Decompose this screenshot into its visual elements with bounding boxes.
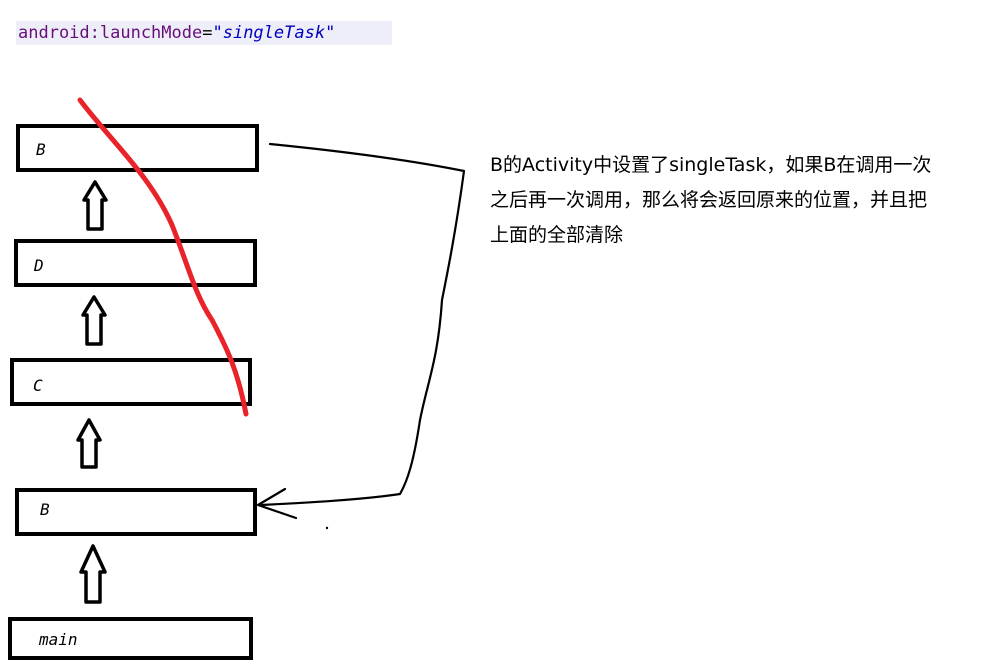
explanation-note: B的Activity中设置了singleTask，如果B在调用一次之后再一次调用…	[490, 154, 932, 246]
stack-label-top-b: B	[36, 140, 46, 159]
stack-box-c	[10, 358, 252, 406]
code-equals: =	[202, 23, 213, 43]
code-value: "singleTask"	[212, 23, 336, 43]
stack-label-bottom-b: B	[40, 500, 50, 519]
stack-box-top-b	[16, 124, 259, 172]
up-arrow-icon	[82, 180, 108, 231]
strike-line	[77, 97, 249, 417]
stack-label-d: D	[34, 256, 44, 275]
code-snippet: android:launchMode="singleTask"	[16, 21, 392, 45]
code-attribute: android:launchMode	[18, 23, 203, 43]
arrowhead-icon	[256, 487, 298, 520]
up-arrow-icon	[76, 418, 102, 469]
stack-label-c: C	[33, 376, 43, 395]
stack-box-bottom-b	[15, 488, 257, 536]
stack-box-d	[14, 239, 257, 287]
up-arrow-icon	[81, 295, 107, 346]
up-arrow-icon	[79, 544, 107, 604]
return-curve	[260, 142, 466, 507]
stack-box-main	[8, 617, 253, 660]
stack-label-main: main	[39, 630, 78, 649]
ink-dot	[325, 526, 329, 530]
